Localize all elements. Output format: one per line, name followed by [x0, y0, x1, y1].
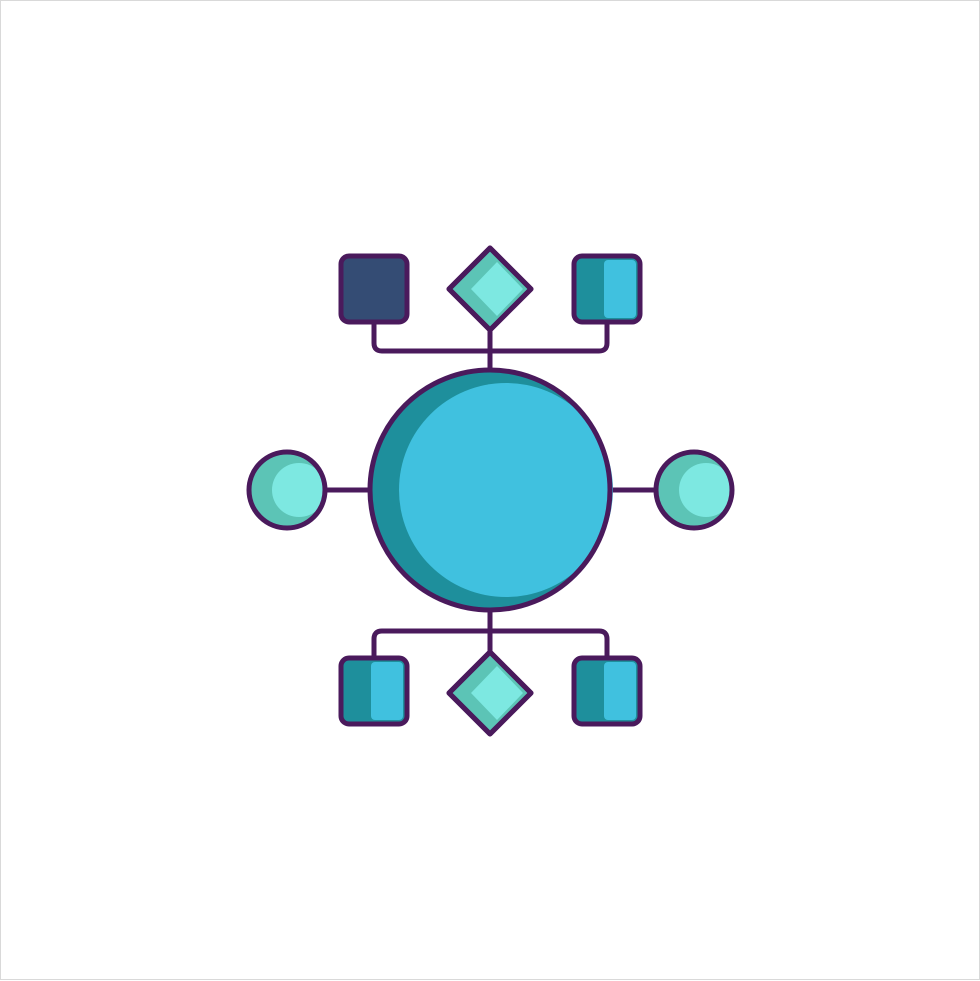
bottom-left-square-node [338, 655, 410, 727]
right-node-circle [653, 449, 735, 531]
central-hub-circle [367, 367, 613, 613]
top-right-square-node [571, 253, 643, 325]
bottom-diamond-node [446, 649, 534, 737]
top-left-square-node [338, 253, 410, 325]
left-node-circle [246, 449, 328, 531]
bottom-right-square-node [571, 655, 643, 727]
top-diamond-node [446, 245, 534, 333]
connector-lines [321, 316, 660, 666]
